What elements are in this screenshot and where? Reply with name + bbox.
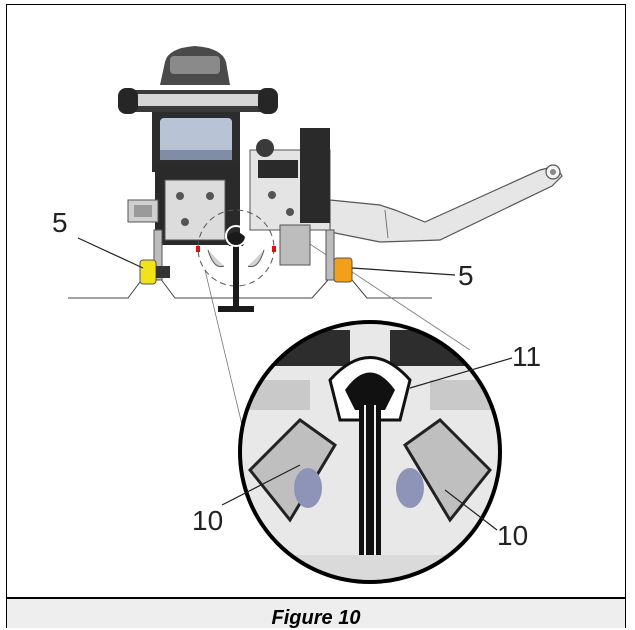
zoom-detail [238,320,502,584]
figure-caption: Figure 10 [271,607,361,629]
guide-arm [329,164,563,243]
handle-bar [118,88,278,114]
center-detail [196,209,276,312]
machine-body-right [249,128,331,266]
ground-line [68,277,432,299]
motor-head [152,46,240,172]
left-support-wheel [139,229,170,285]
callout-bottom-left: 10 [192,505,223,536]
figure-illustration: 5 5 11 10 10 [52,46,563,584]
right-support-wheel [325,229,353,283]
machine-body-left [127,165,240,245]
callout-bottom-right: 10 [497,520,528,551]
caption-bar: Figure 10 [6,598,626,629]
callout-top-right: 11 [512,341,541,372]
callout-right-wheel: 5 [458,260,474,291]
callout-left-wheel: 5 [52,207,68,238]
callout-leaders [77,237,513,531]
